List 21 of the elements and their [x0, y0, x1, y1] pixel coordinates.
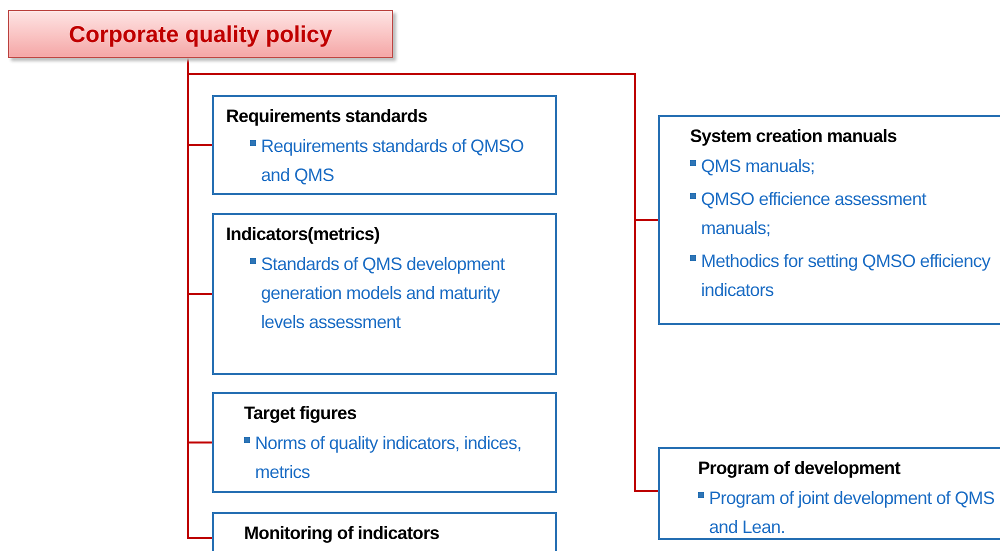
category-box	[212, 213, 557, 375]
bullet-text: QMSO efficience assessment manuals;	[701, 188, 928, 240]
bullet-text: Norms of quality indicators, indices, metrics	[255, 432, 522, 484]
policy-box	[8, 10, 393, 58]
box-heading: Indicators(metrics)	[226, 223, 380, 246]
bullet-text: Program of joint development of QMS and Lean.	[709, 486, 996, 538]
category-box	[212, 392, 557, 493]
category-box	[658, 447, 1000, 540]
box-heading: System creation manuals	[690, 125, 898, 148]
bullet-text: Requirements standards of QMSO and QMS	[261, 134, 525, 186]
box-heading: Target figures	[244, 402, 358, 424]
box-heading: Requirements standards	[226, 105, 428, 128]
box-heading: Program of development	[698, 457, 902, 480]
bullet-text: QMS manuals;	[701, 154, 815, 178]
category-box	[658, 115, 1000, 325]
bullet-text: Standards of QMS development generation models and maturity levels assessment	[261, 252, 506, 334]
category-box	[212, 95, 557, 195]
category-box	[212, 512, 557, 551]
box-heading: Monitoring of indicators	[244, 522, 440, 544]
bullet-text: Methodics for setting QMSO efficiency indicators	[701, 250, 992, 302]
box-title: Corporate quality policy	[68, 20, 332, 49]
